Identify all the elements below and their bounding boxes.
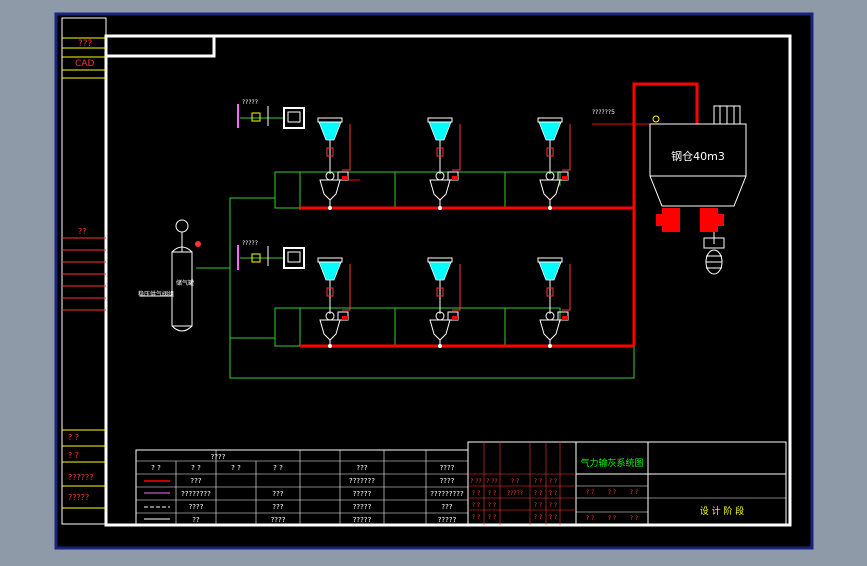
title-cell: ? ?	[549, 514, 557, 521]
title-cell: ? ?	[549, 478, 557, 485]
title-cell: ? ??	[486, 478, 497, 485]
title-cell: ? ?	[472, 514, 480, 521]
legend-cell: ????????	[181, 490, 211, 498]
strip-label-top: ???	[78, 39, 93, 49]
legend-cell: ??	[192, 516, 200, 524]
strip-label-b1: ? ?	[68, 433, 79, 442]
title-cell: ? ?	[511, 478, 519, 485]
legend-cell: ???	[272, 490, 283, 498]
legend-cell: ?????	[353, 490, 372, 498]
legend-cell: ? ?	[231, 464, 241, 472]
inner-frame	[104, 34, 792, 527]
ash-silo: 钢仓40m3	[649, 105, 747, 275]
strip-label-b2: ? ?	[68, 451, 79, 460]
title-right-cell: ? ?	[608, 489, 616, 496]
pump-unit	[537, 117, 571, 210]
title-block: 气力输灰系统图 设 计 阶 段	[467, 441, 787, 526]
title-right-cell: ? ?	[630, 515, 638, 522]
instrument-bottom: ?????	[237, 240, 305, 270]
title-cell: ? ?	[534, 502, 542, 509]
title-cell: ? ?	[488, 514, 496, 521]
strip-label-b3: ??????	[68, 473, 93, 482]
strip-label-b4: ?????	[68, 493, 89, 502]
title-cell: ? ?	[534, 478, 542, 485]
legend-cell: ????	[440, 477, 455, 485]
legend-cell: ????	[440, 464, 455, 472]
legend-cell: ? ?	[151, 464, 161, 472]
receiver-label: 储气罐	[176, 279, 194, 287]
silo-label: 钢仓40m3	[671, 149, 725, 163]
legend-cell: ???	[356, 464, 367, 472]
drawing-name: 气力输灰系统图	[580, 457, 643, 469]
gauge-top-label: ?????	[242, 99, 258, 106]
pump-unit	[537, 257, 571, 348]
title-cell: ? ??	[470, 478, 481, 485]
title-cells: ? ?? ? ?? ? ? ? ? ? ? ? ? ? ?????? ? ? ? ? ? ? ? ?…	[470, 478, 638, 522]
pump-unit	[427, 117, 461, 210]
pump-stations	[317, 117, 571, 348]
legend-cell: ????	[189, 503, 204, 511]
legend-cell: ???????	[349, 477, 375, 485]
legend-cell: ?????	[353, 516, 372, 524]
title-right-cell: ? ?	[586, 515, 594, 522]
title-cell: ? ?	[534, 514, 542, 521]
title-cell: ? ?	[472, 502, 480, 509]
legend-cell: ?????	[438, 516, 457, 524]
pump-unit	[427, 257, 461, 348]
legend-cell: ?????	[353, 503, 372, 511]
pump-unit	[317, 117, 351, 210]
legend-cell: ???	[272, 503, 283, 511]
legend-cell: ????	[271, 516, 286, 524]
title-cell: ? ?	[472, 490, 480, 497]
legend-cell: ???	[441, 503, 452, 511]
legend-cell: ? ?	[273, 464, 283, 472]
legend-header: ????	[211, 453, 226, 461]
sheet-border	[54, 12, 814, 550]
title-cell: ? ?	[549, 502, 557, 509]
title-right-cell: ? ?	[586, 489, 594, 496]
instrument-top: ?????	[237, 99, 305, 129]
legend-cell: ?????????	[430, 490, 464, 498]
title-cell: ? ?	[549, 490, 557, 497]
ash-pipeline	[300, 82, 699, 348]
title-cell: ?????	[507, 490, 523, 497]
design-stage-label: 设 计 阶 段	[700, 505, 745, 517]
strip-label-cad: CAD	[75, 59, 94, 69]
title-cell: ? ?	[534, 490, 542, 497]
strip-label-mid: ??	[78, 227, 87, 236]
title-right-cell: ? ?	[630, 489, 638, 496]
legend-table: ????	[135, 449, 469, 526]
legend-cell: ? ?	[191, 464, 201, 472]
title-cell: ? ?	[488, 502, 496, 509]
title-cell: ? ?	[488, 490, 496, 497]
legend-cell: ???	[190, 477, 201, 485]
frame-notch	[106, 34, 216, 58]
title-right-cell: ? ?	[608, 515, 616, 522]
gauge-bottom-label: ?????	[242, 240, 258, 247]
pipe-label: ??????5	[592, 109, 615, 116]
legend-cells: ? ?? ?? ?? ?????????????????????????????…	[151, 464, 464, 524]
air-receiver: 储气罐 稳压供气阀组	[138, 219, 201, 332]
air-pipeline	[196, 117, 635, 379]
left-strip-labels: ??? CAD ?? ? ? ? ? ?????? ?????	[62, 37, 106, 509]
inlet-label: 稳压供气阀组	[138, 290, 174, 298]
pump-unit	[317, 257, 351, 348]
